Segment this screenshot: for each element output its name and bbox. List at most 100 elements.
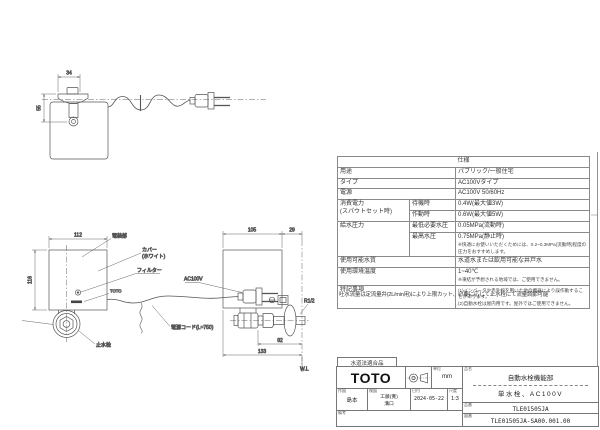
special-cell: (1)インバータや赤外線を用いた他の機器により誤作動することがあります。 (2)… — [455, 284, 590, 310]
type-label: タイプ — [337, 177, 456, 190]
spec-row-pressure-min: 給水圧力 最低必要水圧 0.05MPa(流動時) — [337, 220, 590, 257]
usage-value: パブリック/一般住宅 — [455, 166, 590, 179]
product-name-line-1: 自動水栓機能部 — [473, 372, 588, 386]
date-value: 2024-05-22 — [413, 396, 445, 402]
scale-value: 1:3 — [451, 396, 459, 402]
title-block-main: TOTO 単位 mm 作図 島本 検図 工藤 — [336, 366, 599, 427]
spec-row-temperature: 使用環境温度 1~40℃ ※凍結が予想される地域では、ご使用できません。 — [337, 266, 590, 286]
thread-size-label: R1/2 — [304, 299, 315, 305]
spec-row-usage: 用途 パブリック/一般住宅 — [337, 166, 590, 179]
top-view: 34 55 — [36, 70, 266, 160]
pressure-min-value: 0.05MPa(流動時) — [455, 220, 590, 233]
checked-by-value-1: 工藤(寛) — [380, 395, 398, 400]
flow-rate-note: 吐水流量は定流量弁(2L/min用)により上限カット、必要に応じて止水栓にて流量… — [339, 292, 549, 298]
special-note-2: (2)自動水栓は屋内用です。屋外ではご使用できません。 — [458, 300, 574, 306]
spec-row-quality: 使用可能水質 水道水または飲用可能な井戸水 — [337, 255, 590, 268]
spec-table-title: 仕様 — [337, 156, 590, 168]
drawing-number-label: 図番 — [464, 413, 472, 418]
cover-label: カバー — [142, 248, 157, 254]
temperature-note: ※凍結が予想される地域では、ご使用できません。 — [458, 277, 563, 283]
remarks-label: 備考 — [338, 410, 346, 415]
active-label: 作動時 — [409, 209, 456, 222]
power-source-value: AC100V 50/60Hz — [455, 188, 590, 201]
checked-by-values: 工藤(寛) 溝口 — [368, 394, 410, 408]
usage-label: 用途 — [337, 166, 456, 179]
stop-valve-label: 止水栓 — [96, 342, 111, 349]
toto-print-label: TOTO — [110, 289, 122, 294]
top-view-height-dim: 55 — [37, 105, 43, 111]
spec-table-wrap: 仕様 用途 パブリック/一般住宅 タイプ AC100Vタイプ 電源 AC100V… — [337, 156, 590, 310]
temperature-value: 1~40℃ — [458, 268, 479, 275]
type-value: AC100Vタイプ — [455, 177, 590, 190]
date-cell: 日付 2024-05-22 — [411, 389, 448, 411]
pressure-max-cell: 0.75MPa(静止時) ※快適にお使いいただくためには、0.2~0.3MPa(… — [455, 231, 590, 257]
unit-label: 単位 — [433, 366, 441, 371]
wall-line-label: W.L — [300, 367, 309, 373]
checked-by-cell: 検図 工藤(寛) 溝口 — [368, 389, 411, 411]
front-view-height-dim: 116 — [28, 276, 34, 284]
title-block: 水道法適合品 TOTO 単位 mm 作図 島本 — [336, 357, 599, 427]
spec-row-consumption-standby: 消費電力 (スパウトセット時) 待機時 0.4W(最大値3W) — [337, 199, 590, 222]
consumption-label: 消費電力 (スパウトセット時) — [337, 199, 410, 222]
product-name-cell: 品名 自動水栓機能部 単水栓、AC100V — [463, 367, 598, 403]
special-note-1: (1)インバータや赤外線を用いた他の機器により誤作動することがあります。 — [458, 287, 583, 299]
unit-cell: 単位 mm — [432, 367, 463, 389]
front-view-width-dim: 112 — [74, 233, 82, 239]
special-label: 特記事項 — [337, 284, 456, 310]
side-view-valve-dim: 82 — [277, 338, 283, 344]
side-view-total-dim: 133 — [258, 349, 267, 355]
side-view: 105 29 82 133 R1/2 W.L — [222, 227, 315, 373]
standby-label: 待機時 — [409, 199, 456, 211]
top-view-width-dim: 34 — [66, 71, 72, 77]
power-source-label: 電源 — [337, 188, 456, 201]
plug-voltage-label: AC100V — [184, 277, 203, 283]
drawing-number-value: TLE01505JA-SA00.001.00 — [490, 418, 571, 425]
spec-row-special: 特記事項 (1)インバータや赤外線を用いた他の機器により誤作動することがあります… — [337, 284, 590, 310]
drawing-number-cell: 図番 TLE01505JA-SA00.001.00 — [463, 414, 598, 426]
side-view-width-dim: 105 — [248, 228, 257, 234]
side-view-offset-dim: 29 — [289, 228, 295, 234]
checked-by-label: 検図 — [369, 388, 377, 393]
scale-cell: 尺度 1:3 — [448, 389, 463, 411]
pressure-label: 給水圧力 — [337, 220, 410, 257]
standby-value: 0.4W(最大値3W) — [455, 199, 590, 211]
drawn-by-label: 作図 — [338, 388, 346, 393]
spec-row-power-source: 電源 AC100V 50/60Hz — [337, 188, 590, 201]
quality-value: 水道水または飲用可能な井戸水 — [455, 255, 590, 268]
quality-label: 使用可能水質 — [337, 255, 456, 268]
spec-title-row: 仕様 — [337, 156, 590, 168]
active-value: 0.6W(最大値5W) — [455, 209, 590, 222]
spec-row-type: タイプ AC100Vタイプ — [337, 177, 590, 190]
part-number-cell: 品番 TLE01505JA — [463, 403, 598, 414]
spec-row-consumption-active: 作動時 0.6W(最大値5W) — [338, 209, 590, 222]
pressure-note: ※快適にお使いいただくためには、0.2~0.3MPa(流動時)程度の圧力をおすす… — [458, 242, 587, 254]
temperature-cell: 1~40℃ ※凍結が予想される地域では、ご使用できません。 — [455, 266, 590, 286]
pressure-max-label: 最高水圧 — [409, 231, 456, 257]
third-angle-projection-icon — [407, 372, 430, 384]
logo-cell: TOTO — [337, 367, 406, 389]
spec-row-pressure-max: 最高水圧 0.75MPa(静止時) ※快適にお使いいただくためには、0.2~0.… — [338, 231, 590, 257]
scale-label: 尺度 — [449, 388, 457, 393]
front-view: 112 116 電装部 カバー (ホワ — [21, 232, 278, 349]
toto-logo: TOTO — [350, 369, 392, 386]
pressure-max-value: 0.75MPa(静止時) — [458, 233, 505, 240]
cover-color-label: (ホワイト) — [142, 254, 166, 260]
remarks-cell: 備考 — [337, 411, 463, 426]
part-number-label: 品番 — [464, 402, 472, 407]
unit-value: mm — [442, 374, 452, 380]
product-name-label: 品名 — [464, 366, 472, 371]
checked-by-value-2: 溝口 — [384, 402, 394, 408]
drawn-by-value: 島本 — [346, 398, 358, 404]
projection-cell — [406, 367, 432, 389]
date-label: 日付 — [412, 388, 420, 393]
temperature-label: 使用環境温度 — [337, 266, 456, 286]
filter-label: フィルター — [137, 267, 162, 274]
spec-table: 仕様 用途 パブリック/一般住宅 タイプ AC100Vタイプ 電源 AC100V… — [337, 156, 590, 310]
product-name-line-2: 単水栓、AC100V — [497, 391, 564, 398]
part-number-value: TLE01505JA — [512, 406, 549, 413]
drawn-by-cell: 作図 島本 — [337, 389, 368, 411]
power-cord-label: 電源コード(L=750) — [171, 324, 214, 331]
electrical-unit-label: 電装部 — [112, 233, 127, 240]
